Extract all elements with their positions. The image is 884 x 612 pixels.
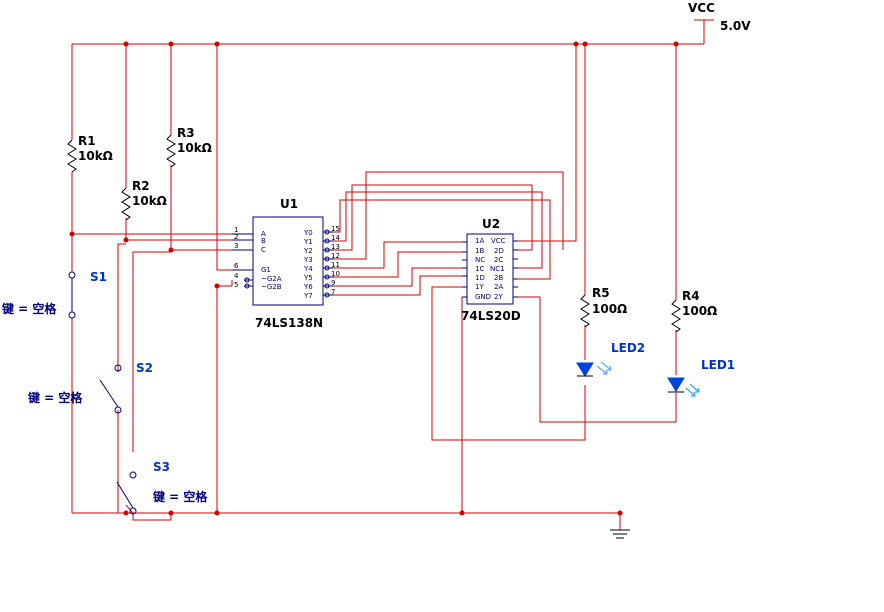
u1-pin-name: ~G2A <box>261 275 282 283</box>
u1-pin-num: 1 <box>234 226 238 234</box>
u1-pin-name: G1 <box>261 266 271 274</box>
s1-ref: S1 <box>90 270 107 284</box>
u2-pin-name: 2B <box>494 274 503 282</box>
r4-value: 100Ω <box>682 304 717 318</box>
u1-pin-num: 13 <box>331 243 340 251</box>
u1-pin-name: Y0 <box>303 229 313 237</box>
u2-pin-name: 1C <box>475 265 484 273</box>
u1-part: 74LS138N <box>255 316 323 330</box>
chip-u2[interactable]: U2 74LS20D 1A 1B NC 1C 1D 1Y GND VCC 2D … <box>461 217 521 323</box>
u2-pin-name: 2Y <box>494 293 503 301</box>
r4-ref: R4 <box>682 289 700 303</box>
resistor-r4[interactable]: R4 100Ω <box>671 289 717 333</box>
resistor-r1[interactable]: R1 10kΩ <box>67 134 113 173</box>
u2-pin-name: VCC <box>491 237 506 245</box>
u1-pin-name: Y7 <box>303 292 313 300</box>
u1-pin-name: ~G2B <box>261 283 282 291</box>
r5-ref: R5 <box>592 286 610 300</box>
led1-ref: LED1 <box>701 358 735 372</box>
u1-pin-num: 7 <box>331 288 335 296</box>
u1-pin-name: A <box>261 230 266 238</box>
u1-pin-num: 5 <box>234 281 238 289</box>
chip-u1[interactable]: U1 74LS138N 1 2 3 6 4 5 A B C G1 ~G2A ~G… <box>232 197 340 330</box>
u2-pin-name: 2D <box>494 247 504 255</box>
s2-ref: S2 <box>136 361 153 375</box>
u1-pin-num: 9 <box>331 279 335 287</box>
wire-network <box>71 19 714 530</box>
vcc-voltage: 5.0V <box>720 19 751 33</box>
vcc-symbol: VCC 5.0V <box>688 1 751 33</box>
u1-pin-name: Y6 <box>303 283 313 291</box>
u2-pin-name: GND <box>475 293 491 301</box>
led-led2[interactable]: LED2 <box>576 341 645 377</box>
u1-pin-num: 12 <box>331 252 340 260</box>
u2-pin-name: 2C <box>494 256 503 264</box>
u2-pin-name: 2A <box>494 283 503 291</box>
s2-key: 键 = 空格 <box>27 390 83 405</box>
ground-icon <box>610 529 630 539</box>
vcc-label: VCC <box>688 1 715 15</box>
r1-ref: R1 <box>78 134 96 148</box>
u1-ref: U1 <box>280 197 298 211</box>
s3-ref: S3 <box>153 460 170 474</box>
u1-pin-num: 10 <box>331 270 340 278</box>
u1-pin-num: 11 <box>331 261 340 269</box>
s3-key: 键 = 空格 <box>152 489 208 504</box>
resistor-r3[interactable]: R3 10kΩ <box>166 126 212 168</box>
u2-pin-name: 1A <box>475 237 484 245</box>
led-led1[interactable]: LED1 <box>667 358 735 397</box>
u2-part: 74LS20D <box>461 309 521 323</box>
u1-pin-num: 3 <box>234 242 238 250</box>
u2-pin-name: 1D <box>475 274 485 282</box>
u2-pin-name: 1B <box>475 247 484 255</box>
r5-value: 100Ω <box>592 302 627 316</box>
u1-pin-name: Y4 <box>303 265 313 273</box>
resistor-r2[interactable]: R2 10kΩ <box>121 179 167 221</box>
u1-pin-name: Y1 <box>303 238 313 246</box>
led2-ref: LED2 <box>611 341 645 355</box>
r3-ref: R3 <box>177 126 195 140</box>
u2-pin-name: NC1 <box>490 265 505 273</box>
u1-pin-num: 14 <box>331 234 340 242</box>
u1-pin-name: Y5 <box>303 274 313 282</box>
junction-dots <box>69 41 679 516</box>
r3-value: 10kΩ <box>177 141 212 155</box>
switch-s3[interactable]: S3 键 = 空格 <box>116 460 208 515</box>
r2-value: 10kΩ <box>132 194 167 208</box>
u1-pin-num: 4 <box>234 272 239 280</box>
resistor-r5[interactable]: R5 100Ω <box>580 286 627 328</box>
r1-value: 10kΩ <box>78 149 113 163</box>
u1-pin-name: B <box>261 237 266 245</box>
u1-pin-num: 2 <box>234 233 238 241</box>
s1-key: 键 = 空格 <box>1 301 57 316</box>
switch-s2[interactable]: S2 键 = 空格 <box>27 361 153 414</box>
u2-pin-name: 1Y <box>475 283 484 291</box>
u2-pin-name: NC <box>475 256 485 264</box>
u2-ref: U2 <box>482 217 500 231</box>
u1-pin-name: C <box>261 246 266 254</box>
r2-ref: R2 <box>132 179 150 193</box>
u1-pin-num: 6 <box>234 262 239 270</box>
u1-pin-num: 15 <box>331 225 340 233</box>
switch-s1[interactable]: S1 键 = 空格 <box>1 270 107 319</box>
u1-pin-name: Y3 <box>303 256 313 264</box>
u1-pin-name: Y2 <box>303 247 313 255</box>
